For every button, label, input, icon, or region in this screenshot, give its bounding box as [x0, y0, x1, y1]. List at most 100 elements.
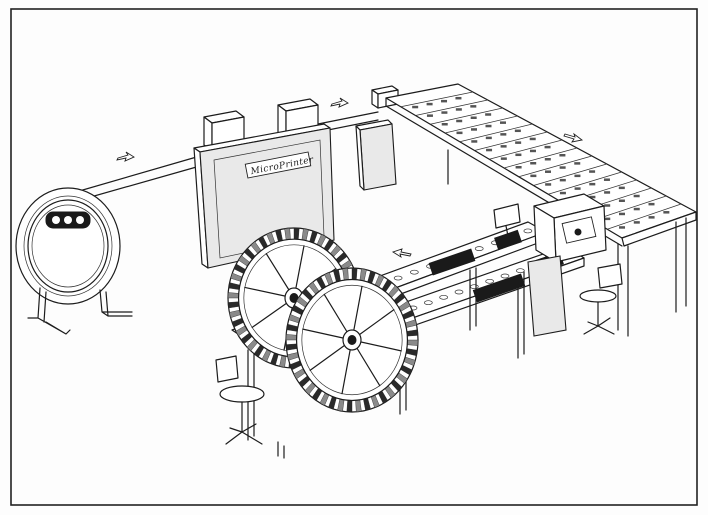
rack-slot — [559, 154, 566, 157]
tray-hole — [523, 228, 533, 234]
rack-slot — [500, 145, 507, 148]
rack-slat — [607, 203, 682, 230]
rack-slot — [619, 212, 625, 216]
tray-hole — [439, 294, 449, 300]
rack-slot — [485, 113, 492, 116]
rack-slot — [559, 166, 566, 169]
rack-slot — [456, 119, 463, 123]
tray-hole — [454, 289, 464, 295]
rack-slat — [400, 91, 473, 108]
wheel-rim-segment — [351, 267, 358, 280]
rack-slot — [471, 140, 478, 143]
rack-slot — [604, 204, 611, 207]
rack-slot — [589, 195, 596, 199]
rack-slot — [530, 162, 537, 165]
rack-slot — [412, 105, 419, 109]
rack-slot — [515, 166, 522, 169]
spoked-wheels — [227, 227, 419, 413]
flow-arrow — [330, 97, 349, 108]
rack-slot — [589, 182, 596, 186]
rack-slot — [545, 170, 551, 173]
rack-slot — [486, 148, 493, 152]
wheel-rim-segment — [227, 292, 239, 299]
rack-slot — [574, 174, 581, 178]
rack-slot — [470, 105, 477, 108]
rack-slot — [619, 226, 626, 229]
sorter-tower — [355, 85, 399, 191]
reel-stand — [27, 287, 133, 335]
rack-slot — [500, 121, 506, 124]
tray-hole — [500, 273, 510, 279]
rack-slot — [441, 99, 448, 103]
tray-hole — [423, 300, 433, 306]
rack-slat — [415, 99, 488, 116]
rack-slat — [474, 131, 548, 151]
flow-arrows — [116, 97, 584, 259]
rack-slot — [603, 178, 610, 181]
rack-slat — [444, 115, 518, 134]
rack-slat — [518, 155, 592, 178]
rack-slot — [633, 194, 640, 198]
rack-slot — [500, 133, 507, 136]
flow-arrow — [391, 248, 412, 259]
flow-arrow — [116, 151, 135, 162]
rack-slot — [455, 108, 462, 111]
rack-slat — [459, 123, 533, 143]
rack-slot — [544, 158, 551, 161]
rack-slot — [441, 111, 448, 114]
wheel-rim-segment — [346, 400, 353, 413]
rack-slot — [456, 131, 463, 135]
tape-reel — [15, 187, 133, 335]
rack-slot — [648, 216, 655, 219]
front-wheel — [285, 267, 419, 413]
wheel-rim-segment — [293, 227, 300, 240]
tray-hole — [474, 246, 484, 251]
rack-slot — [515, 153, 522, 157]
rack-slot — [426, 102, 433, 106]
wheel-rim-segment — [407, 339, 419, 346]
rack-slot — [604, 191, 611, 194]
rack-slot — [485, 124, 492, 128]
rack-slot — [514, 129, 521, 133]
rack-slot — [529, 149, 536, 153]
rack-slot — [529, 137, 536, 141]
tray-hole — [393, 275, 403, 281]
rack-slot — [470, 116, 477, 119]
rack-slot — [559, 191, 566, 195]
rack-slat — [430, 107, 503, 125]
rack-slot — [455, 96, 462, 100]
rack-slot — [544, 145, 551, 149]
rack-slat — [503, 147, 578, 169]
tray-hole — [515, 268, 525, 274]
rack-slat — [489, 139, 563, 160]
control-console — [493, 193, 607, 337]
rack-slot — [471, 128, 477, 131]
rack-slot — [589, 170, 596, 173]
frame-border — [10, 8, 698, 506]
rack-slat — [533, 163, 607, 186]
rack-legs — [447, 149, 687, 337]
tray-hole — [409, 269, 419, 275]
rack-slot — [574, 162, 581, 165]
rack-slot — [515, 141, 522, 144]
rack-slot — [500, 157, 507, 160]
rack-slot — [663, 211, 670, 214]
flow-arrow — [563, 132, 584, 143]
operator-chair-left — [215, 355, 265, 445]
wheel-rim-segment — [285, 334, 297, 341]
rack-slot — [633, 207, 640, 211]
rack-slot — [426, 114, 433, 117]
rack-slot — [559, 178, 566, 182]
rack-slot — [574, 187, 581, 190]
rack-slot — [648, 202, 655, 206]
operator-chair-right — [579, 263, 623, 335]
rack-slot — [485, 136, 492, 140]
rack-slot — [441, 123, 448, 126]
rack-slot — [618, 199, 625, 202]
tray-hole — [485, 278, 495, 284]
rack-slot — [530, 174, 537, 178]
rack-slot — [545, 183, 552, 186]
rack-slot — [604, 217, 611, 221]
